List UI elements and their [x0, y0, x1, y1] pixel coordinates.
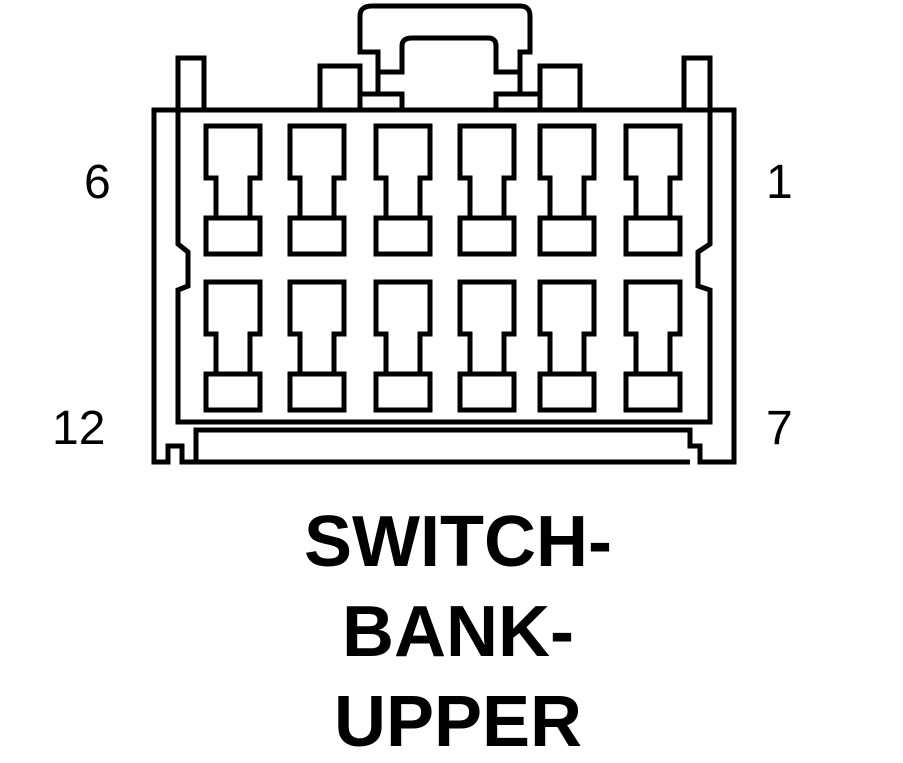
pin-label-7: 7	[766, 402, 793, 455]
terminal-cavity	[373, 279, 433, 413]
connector-housing	[151, 107, 737, 465]
terminal-cavity	[287, 123, 347, 257]
connector-latch	[357, 3, 540, 110]
terminal-cavity	[623, 123, 683, 257]
terminal-cavity	[537, 123, 597, 257]
terminal-cavity	[373, 123, 433, 257]
right-guide-post	[681, 55, 713, 113]
terminal-cavity	[287, 279, 347, 413]
terminal-cavity	[457, 279, 517, 413]
pin-label-6: 6	[84, 156, 111, 209]
title-line-2: BANK-	[342, 592, 574, 672]
terminal-cavity	[203, 123, 263, 257]
left-guide-post	[175, 55, 207, 113]
terminal-cavity	[203, 279, 263, 413]
right-post	[537, 63, 583, 113]
cavity-row-top	[203, 123, 683, 257]
terminal-cavity	[457, 123, 517, 257]
pin-label-1: 1	[766, 156, 793, 209]
title-line-3: UPPER	[334, 682, 582, 762]
terminal-cavity	[623, 279, 683, 413]
title-line-1: SWITCH-	[304, 502, 612, 582]
terminal-cavity	[537, 279, 597, 413]
cavity-row-bottom	[203, 279, 683, 413]
pin-label-12: 12	[52, 402, 105, 455]
left-post	[317, 63, 363, 113]
